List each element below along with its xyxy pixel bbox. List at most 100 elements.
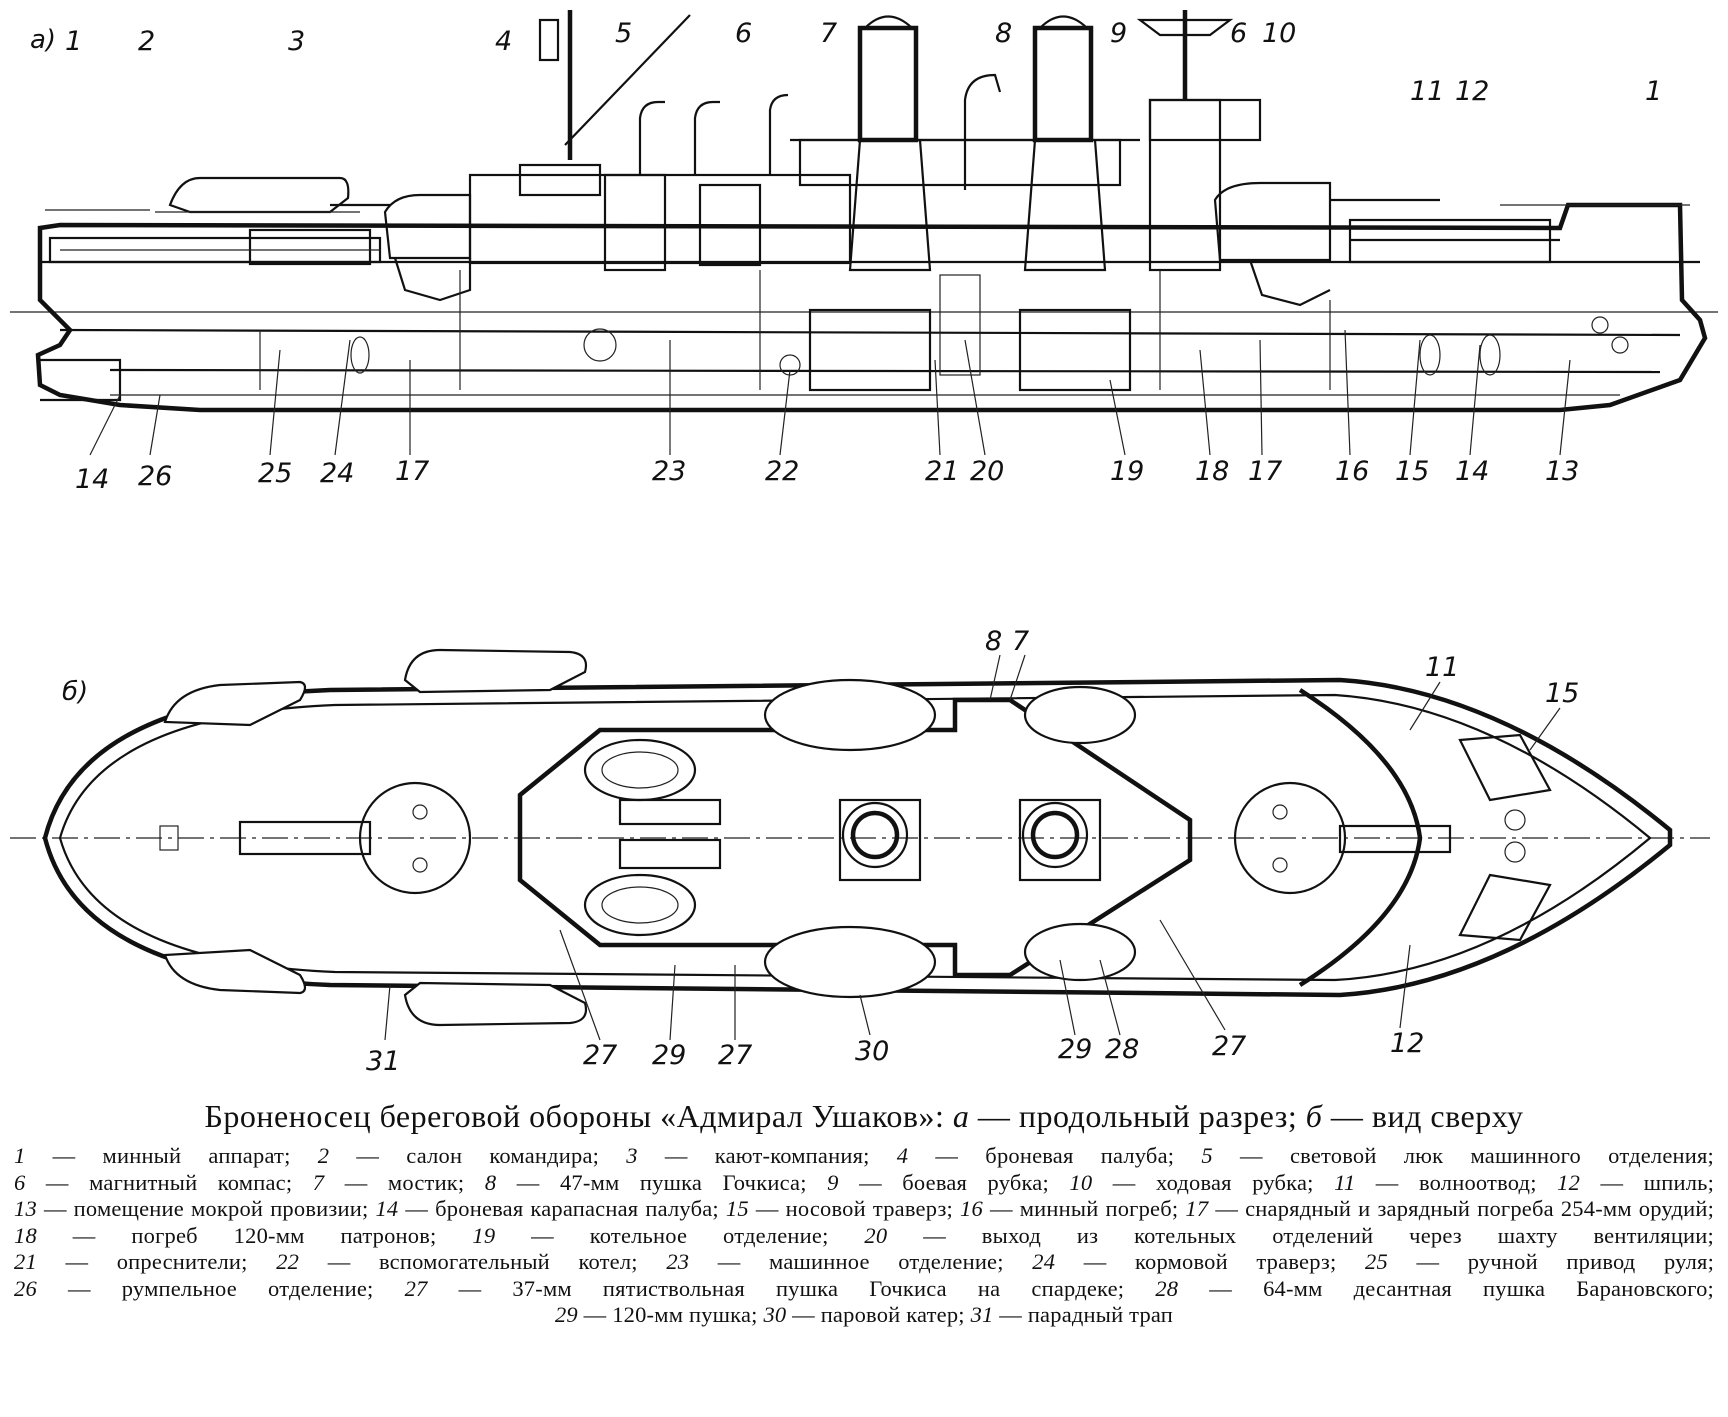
legend-item-text: — минный погреб; <box>982 1196 1179 1221</box>
caption-title-a: а <box>952 1098 970 1134</box>
label-plan-29b: 29 <box>1058 1034 1092 1065</box>
legend-item-number: 20 <box>864 1222 888 1248</box>
figure-caption: Броненосец береговой обороны «Адмирал Уш… <box>0 1098 1728 1329</box>
legend-item-text: — световой люк машинного отделения; <box>1212 1143 1714 1168</box>
legend-item-text: — опреснители; <box>36 1249 248 1274</box>
label-plan-8: 8 <box>985 626 1002 657</box>
legend-item: 19 — котельное отделение; <box>472 1223 828 1248</box>
legend-item-number: 23 <box>666 1249 690 1274</box>
side-view-bottom-labels: 14 26 25 24 17 23 22 21 20 19 18 17 16 1… <box>75 456 1579 495</box>
legend-item-text: — выход из котельных отделений через шах… <box>887 1222 1714 1248</box>
legend-item-text: — 37-мм пятиствольная пушка Гочкиса на с… <box>427 1275 1125 1301</box>
legend-item-number: 2 <box>317 1143 330 1168</box>
label-side-4: 4 <box>495 26 512 57</box>
legend-item-number: 5 <box>1201 1143 1213 1168</box>
legend-item-number: 10 <box>1069 1169 1093 1195</box>
label-side-17b: 17 <box>1248 456 1282 487</box>
legend-item-number: 30 <box>763 1302 787 1327</box>
legend-item-text: — броневая карапасная палуба; <box>398 1196 719 1221</box>
legend-item-number: 12 <box>1557 1169 1581 1195</box>
label-side-25: 25 <box>258 458 292 489</box>
label-side-1b: 1 <box>1645 76 1662 107</box>
legend-item-text: — боевая рубка; <box>838 1169 1049 1195</box>
legend-item: 4 — броневая палуба; <box>897 1143 1174 1168</box>
legend-item-text: — шпиль; <box>1580 1169 1715 1195</box>
legend-item-number: 18 <box>14 1222 37 1248</box>
legend-item: 24 — кормовой траверз; <box>1032 1249 1336 1274</box>
label-side-5: 5 <box>615 18 632 49</box>
legend-item: 28 — 64-мм десантная пушка Барановского; <box>1155 1276 1714 1301</box>
label-plan-27c: 27 <box>1212 1031 1246 1062</box>
plan-view: б) <box>10 648 1710 1027</box>
label-side-13: 13 <box>1545 456 1579 487</box>
label-side-7: 7 <box>820 18 837 49</box>
legend-item: 5 — световой люк машинного отделения; <box>1201 1143 1714 1168</box>
label-plan-29: 29 <box>652 1040 686 1071</box>
legend-item-text: — машинное отделение; <box>689 1249 1004 1274</box>
legend-item: 30 — паровой катер; <box>763 1302 964 1327</box>
label-plan-15: 15 <box>1545 678 1579 709</box>
side-view-leader-lines <box>89 329 1571 456</box>
legend-item: 2 — салон командира; <box>318 1143 599 1168</box>
legend-item-number: 28 <box>1155 1275 1179 1301</box>
legend-line: 13 — помещение мокрой провизии; 14 — бро… <box>14 1196 1714 1223</box>
legend-item: 3 — кают-компания; <box>626 1143 869 1168</box>
legend-item: 29 — 120-мм пушка; <box>555 1302 758 1327</box>
legend-item-number: 17 <box>1185 1196 1209 1221</box>
label-plan-31: 31 <box>366 1046 400 1077</box>
legend-item-text: — паровой катер; <box>786 1302 965 1327</box>
legend-item-number: 24 <box>1032 1249 1056 1274</box>
label-plan-27b: 27 <box>718 1040 752 1071</box>
label-side-23: 23 <box>652 456 686 487</box>
legend-line: 1 — минный аппарат; 2 — салон командира;… <box>14 1143 1714 1170</box>
legend-item-text: — магнитный компас; <box>25 1169 293 1195</box>
panel-label-a: а) <box>30 25 56 55</box>
label-plan-28: 28 <box>1105 1034 1139 1065</box>
label-side-6b: 6 <box>1230 18 1247 49</box>
legend-item: 1 — минный аппарат; <box>14 1143 291 1168</box>
legend-item: 23 — машинное отделение; <box>666 1249 1003 1274</box>
legend-item: 10 — ходовая рубка; <box>1069 1170 1313 1195</box>
legend-item: 31 — парадный трап <box>971 1302 1173 1327</box>
legend-item-number: 29 <box>554 1302 578 1327</box>
label-side-18: 18 <box>1195 456 1229 487</box>
legend-item: 12 — шпиль; <box>1557 1170 1714 1195</box>
legend-item-text: — снарядный и зарядный погреба 254-мм ор… <box>1208 1196 1715 1221</box>
legend-item-text: — 120-мм пушка; <box>577 1302 758 1327</box>
legend-line: 29 — 120-мм пушка; 30 — паровой катер; 3… <box>14 1302 1714 1329</box>
legend-item-number: 25 <box>1365 1249 1388 1274</box>
legend-item: 22 — вспомогательный котел; <box>276 1249 638 1274</box>
legend-item-number: 19 <box>472 1222 496 1248</box>
legend-item-text: — парадный трап <box>993 1302 1174 1327</box>
longitudinal-section-view <box>10 10 1718 413</box>
legend-item-number: 8 <box>484 1169 497 1195</box>
legend-line: 18 — погреб 120-мм патронов; 19 — котель… <box>14 1223 1714 1250</box>
legend-item-number: 21 <box>14 1249 37 1274</box>
caption-title-b: б <box>1305 1098 1323 1134</box>
label-side-14b: 14 <box>1455 456 1489 487</box>
legend-item: 14 — броневая карапасная палуба; <box>375 1196 718 1221</box>
legend-item: 17 — снарядный и зарядный погреба 254-мм… <box>1185 1196 1714 1221</box>
label-side-11: 11 <box>1410 76 1444 107</box>
legend-item: 20 — выход из котельных отделений через … <box>864 1223 1714 1248</box>
legend-item: 27 — 37-мм пятиствольная пушка Гочкиса н… <box>405 1276 1125 1301</box>
legend-line: 21 — опреснители; 22 — вспомогательный к… <box>14 1249 1714 1276</box>
legend-item-number: 3 <box>626 1143 638 1168</box>
legend-item-number: 16 <box>960 1196 983 1221</box>
legend-item-text: — носовой траверз; <box>748 1196 953 1221</box>
legend-item: 25 — ручной привод руля; <box>1365 1249 1714 1274</box>
label-side-26: 26 <box>138 461 172 492</box>
legend-item: 21 — опреснители; <box>14 1249 248 1274</box>
legend-item: 18 — погреб 120-мм патронов; <box>14 1223 437 1248</box>
legend-item: 11 — волноотвод; <box>1334 1170 1537 1195</box>
caption-title-mid: — продольный разрез; <box>969 1098 1306 1134</box>
legend-item-number: 1 <box>14 1143 26 1168</box>
legend-item-number: 13 <box>14 1196 37 1221</box>
side-view-top-labels: а) 1 2 3 4 5 6 7 8 9 6 10 11 12 1 <box>30 18 1662 107</box>
legend-item: 6 — магнитный компас; <box>14 1170 292 1195</box>
legend-item: 9 — боевая рубка; <box>827 1170 1049 1195</box>
label-plan-27: 27 <box>583 1040 617 1071</box>
label-side-21: 21 <box>925 456 959 487</box>
caption-title-text: Броненосец береговой обороны «Адмирал Уш… <box>204 1098 953 1134</box>
legend-item-text: — румпельное отделение; <box>36 1275 374 1301</box>
